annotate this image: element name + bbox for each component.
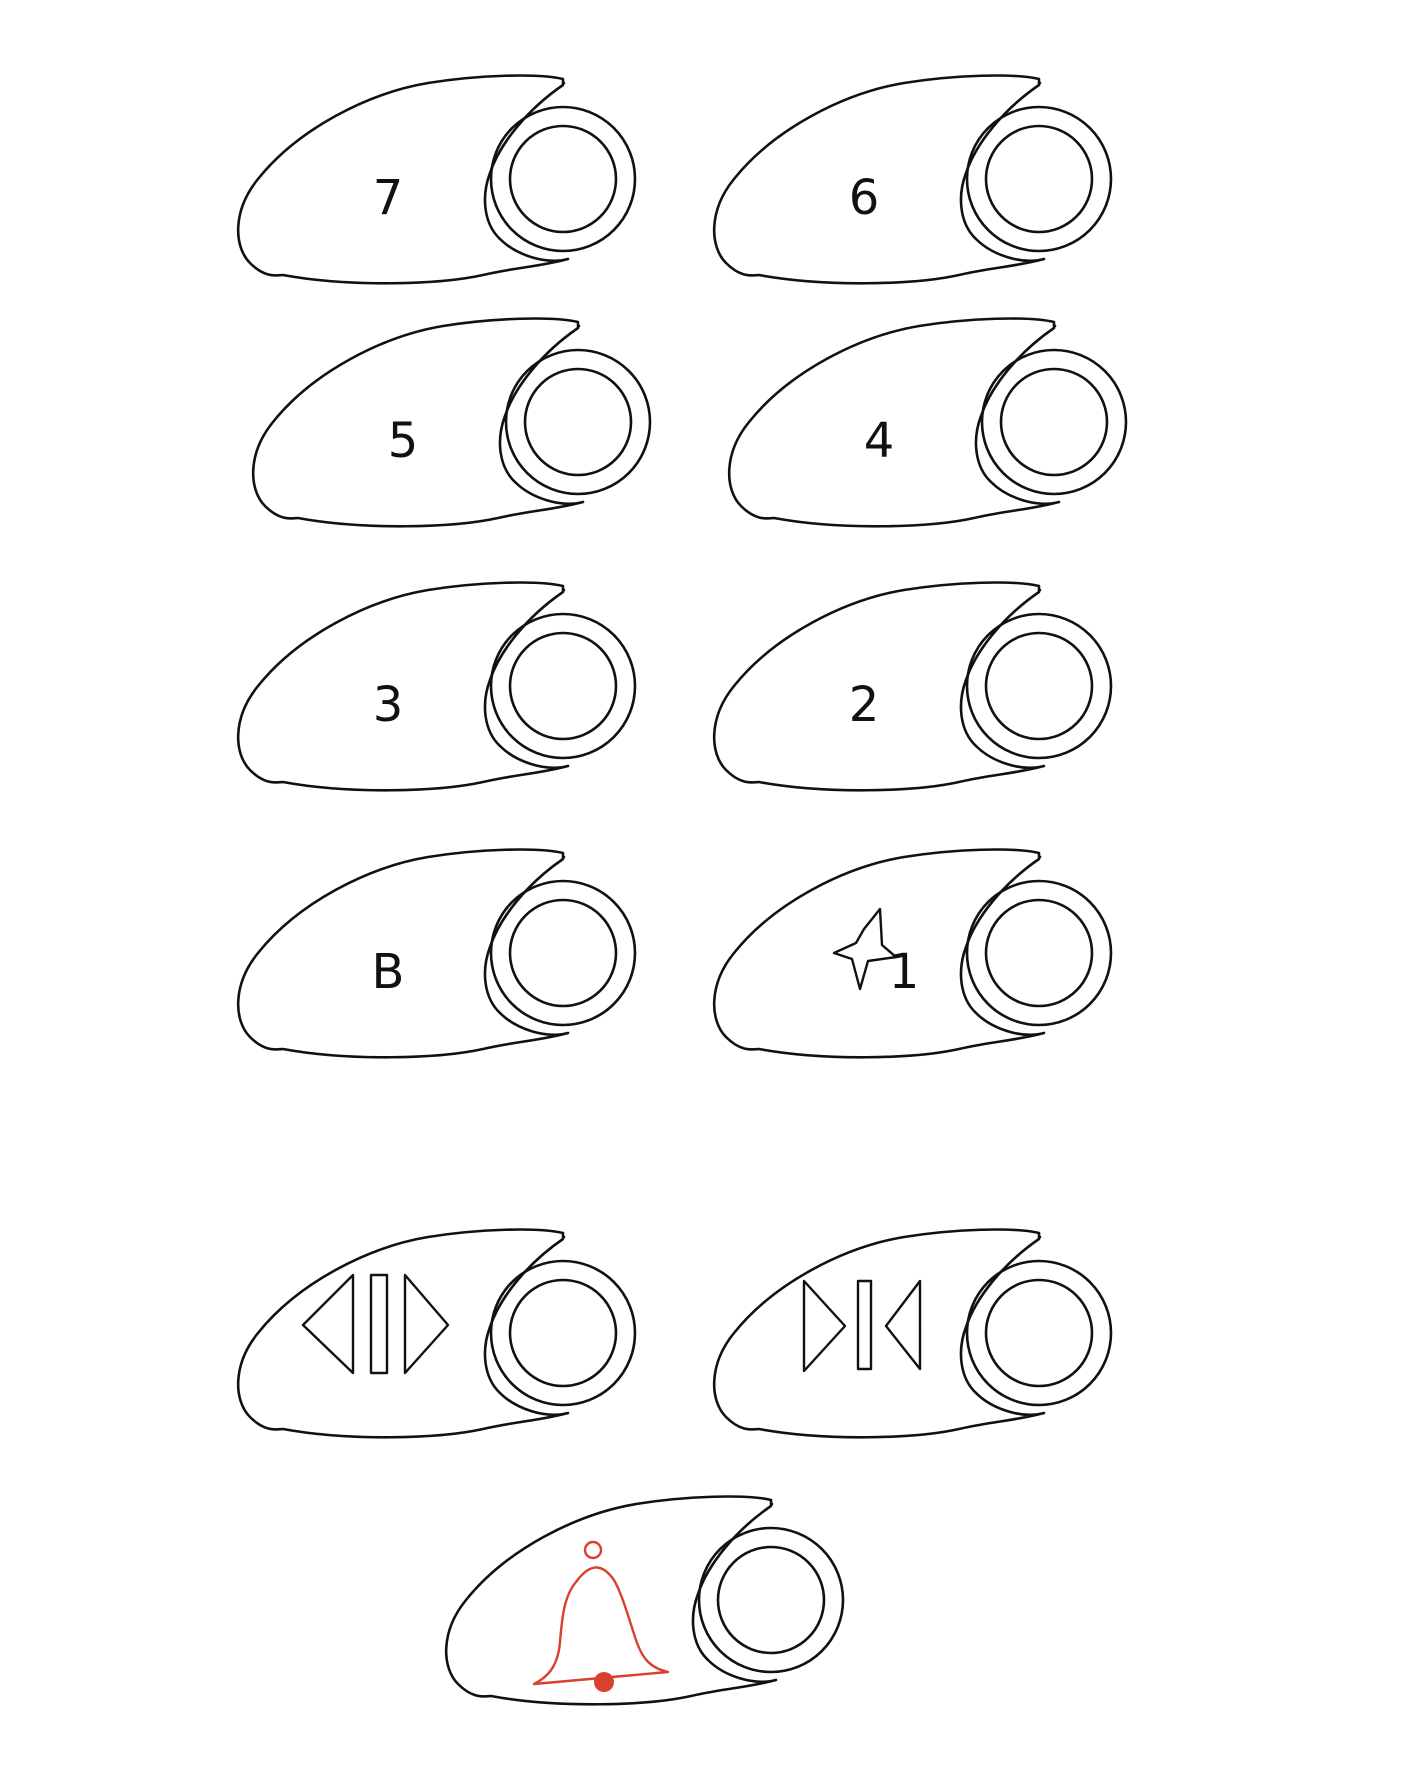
inner-ring [523, 367, 633, 477]
press-ring[interactable] [489, 105, 637, 253]
outer-ring [965, 879, 1113, 1027]
button-body [712, 1228, 1046, 1439]
inner-ring [508, 631, 618, 741]
floor-7-button[interactable]: 7 [236, 74, 637, 285]
inner-ring [508, 1278, 618, 1388]
tip-dot [577, 324, 581, 328]
tip-dot [562, 81, 566, 85]
inner-ring [984, 898, 1094, 1008]
outer-ring [697, 1526, 845, 1674]
press-ring[interactable] [965, 879, 1113, 1027]
door-close-icon [802, 1279, 922, 1373]
button-label: B [372, 944, 405, 1000]
star-icon [832, 907, 898, 991]
press-ring[interactable] [489, 1259, 637, 1407]
tip-dot [562, 855, 566, 859]
press-ring[interactable] [697, 1526, 845, 1674]
floor-4-button[interactable]: 4 [727, 317, 1128, 528]
tip-dot [562, 588, 566, 592]
button-label: 1 [889, 944, 920, 1000]
inner-ring [716, 1545, 826, 1655]
inner-ring [984, 631, 1094, 741]
tip-dot [562, 1235, 566, 1239]
button-body [712, 848, 1046, 1059]
press-ring[interactable] [489, 612, 637, 760]
outer-ring [489, 105, 637, 253]
press-ring[interactable] [980, 348, 1128, 496]
inner-ring [508, 124, 618, 234]
button-label: 2 [849, 677, 880, 733]
press-ring[interactable] [504, 348, 652, 496]
outer-ring [489, 612, 637, 760]
tip-dot [770, 1502, 774, 1506]
alarm-button[interactable] [444, 1495, 845, 1706]
button-body [236, 1228, 570, 1439]
outer-ring [965, 612, 1113, 760]
press-ring[interactable] [489, 879, 637, 1027]
tip-dot [1053, 324, 1057, 328]
tip-dot [1038, 855, 1042, 859]
press-ring[interactable] [965, 105, 1113, 253]
button-label: 7 [373, 170, 404, 226]
door-open-icon [301, 1273, 450, 1375]
buttons-layer: 7 6 5 4 3 2B 1 [236, 74, 1128, 1706]
inner-ring [508, 898, 618, 1008]
button-body [444, 1495, 778, 1706]
floor-6-button[interactable]: 6 [712, 74, 1113, 285]
button-label: 3 [373, 677, 404, 733]
floor-2-button[interactable]: 2 [712, 581, 1113, 792]
outer-ring [965, 105, 1113, 253]
tip-dot [1038, 588, 1042, 592]
inner-ring [984, 124, 1094, 234]
button-label: 5 [388, 413, 419, 469]
inner-ring [999, 367, 1109, 477]
floor-b-button[interactable]: B [236, 848, 637, 1059]
outer-ring [980, 348, 1128, 496]
outer-ring [504, 348, 652, 496]
door-open-button[interactable] [236, 1228, 637, 1439]
press-ring[interactable] [965, 1259, 1113, 1407]
floor-5-button[interactable]: 5 [251, 317, 652, 528]
button-label: 6 [849, 170, 880, 226]
floor-1-button[interactable]: 1 [712, 848, 1113, 1059]
bell-icon [532, 1540, 670, 1692]
outer-ring [489, 879, 637, 1027]
press-ring[interactable] [965, 612, 1113, 760]
inner-ring [984, 1278, 1094, 1388]
button-label: 4 [864, 413, 895, 469]
outer-ring [489, 1259, 637, 1407]
tip-dot [1038, 1235, 1042, 1239]
outer-ring [965, 1259, 1113, 1407]
tip-dot [1038, 81, 1042, 85]
floor-3-button[interactable]: 3 [236, 581, 637, 792]
door-close-button[interactable] [712, 1228, 1113, 1439]
